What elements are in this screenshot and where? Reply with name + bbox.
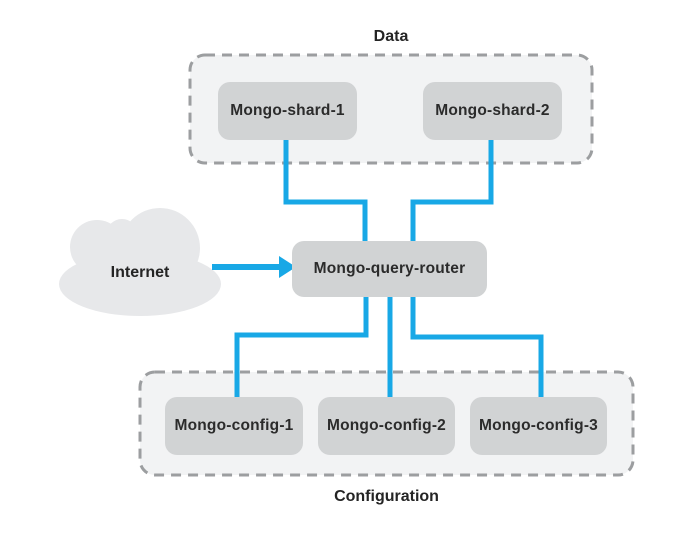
- node-mongo-config-2: Mongo-config-2: [318, 397, 455, 455]
- cloud-icon: [59, 208, 221, 316]
- connector-router-config1: [234, 295, 369, 399]
- node-mongo-shard-2: Mongo-shard-2: [423, 82, 562, 140]
- internet-label: Internet: [110, 264, 170, 281]
- node-mongo-config-1: Mongo-config-1: [165, 397, 303, 455]
- data-zone-label: Data: [373, 28, 409, 45]
- node-mongo-config-3: Mongo-config-3: [470, 397, 607, 455]
- arrow-right-icon: [212, 256, 296, 278]
- connector-router-config3: [410, 295, 544, 399]
- node-mongo-query-router: Mongo-query-router: [292, 241, 487, 297]
- configuration-zone-label: Configuration: [334, 488, 439, 505]
- connector-shard2-router: [410, 140, 494, 243]
- node-mongo-shard-1: Mongo-shard-1: [218, 82, 357, 140]
- connector-shard1-router: [283, 140, 368, 243]
